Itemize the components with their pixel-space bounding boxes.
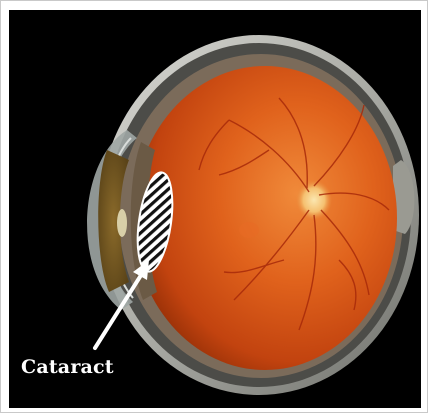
pupil [117,209,127,237]
macula [239,222,259,238]
cataract-label: Cataract [21,356,114,378]
eye-cross-section-panel: Cataract [9,10,421,408]
iris [98,150,129,292]
eye-cross-section-illustration [9,10,421,408]
